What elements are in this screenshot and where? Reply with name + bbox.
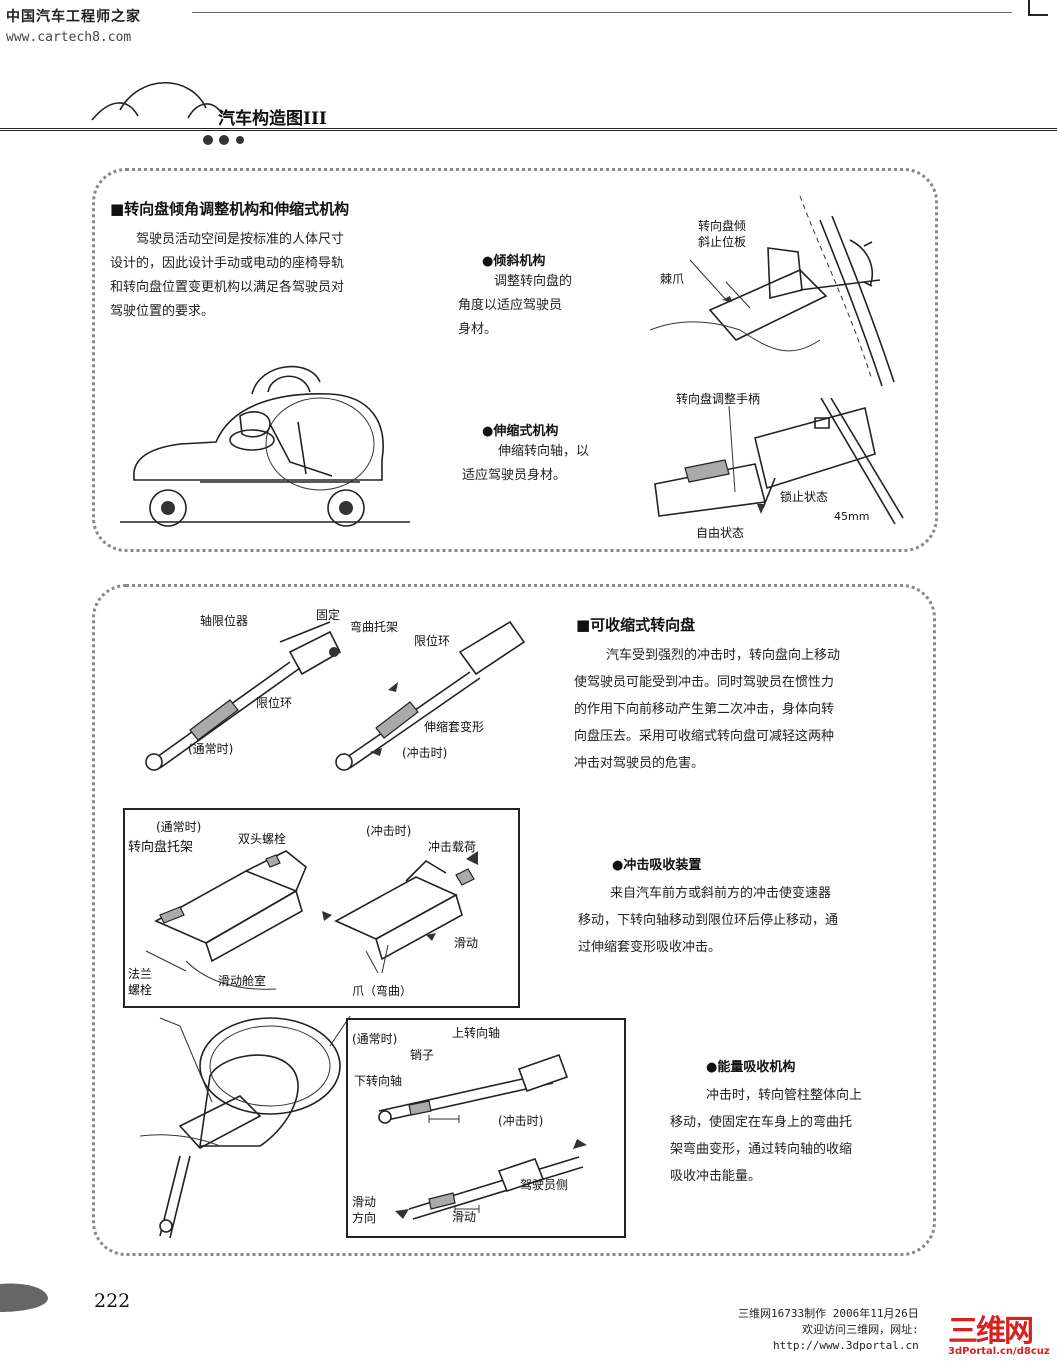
text-line: 冲击时，转向管柱整体向上 [706,1088,863,1103]
text-line: 身材。 [458,322,498,337]
shaft-stopper-label: 轴限位器 [200,614,249,628]
telescopic-text: 伸缩转向轴，以 适应驾驶员身材。 [462,440,632,488]
shock-text: 来自汽车前方或斜前方的冲击使变速器 移动，下转向轴移动到限位环后停止移动，通 过… [578,880,908,961]
top-rule [192,12,1012,13]
limit-ring-label-right: 限位环 [414,634,451,648]
label-line: 方向 [352,1211,377,1225]
energy-impact-label: (冲击时) [498,1114,544,1128]
normal-state-label: (通常时) [188,742,234,756]
text-line: 驾驶位置的要求。 [110,304,215,319]
bend-bracket-label: 弯曲托架 [350,620,399,634]
fixed-label: 固定 [316,608,341,622]
tilt-plate-label: 转向盘倾 斜止位板 [698,218,746,250]
section1-panel [92,168,938,552]
energy-normal-label: (通常时) [352,1032,398,1046]
impact-load-label: 冲击载荷 [428,840,477,854]
shock-absorber-drawing [145,850,478,990]
text-line: 和转向盘位置变更机构以满足各驾驶员对 [110,280,345,295]
tilt-pawl-label: 棘爪 [660,272,685,286]
page-number: 222 [94,1290,131,1312]
label-line: 斜止位板 [698,235,747,249]
shock-normal-label: (通常时) [156,820,202,834]
text-line: 移动，使固定在车身上的弯曲托 [670,1115,853,1130]
shock-slide-label: 滑动 [454,936,479,950]
label-line: 转向盘倾 [698,219,747,233]
collapsible-shaft-diagram [145,620,526,771]
banner-rule [0,128,1057,131]
impact-state-label: (冲击时) [402,746,448,760]
driver-side-label: 驾驶员侧 [520,1178,569,1192]
angle-dimension-label: 45mm [834,510,870,523]
lock-state-label: 锁止状态 [780,490,829,504]
text-line: 来自汽车前方或斜前方的冲击使变速器 [610,886,832,901]
steering-column-illustration [140,1015,351,1239]
text-line: 伸缩转向轴，以 [498,444,590,459]
label-line: 螺栓 [128,983,153,997]
energy-absorber-figure [346,1018,626,1238]
pin-label: 销子 [410,1048,435,1062]
section2-paragraph: 汽车受到强烈的冲击时，转向盘向上移动 使驾驶员可能受到冲击。同时驾驶员在惯性力 … [574,642,904,777]
text-line: 设计的，因此设计手动或电动的座椅导轨 [110,256,345,271]
text-line: 的作用下向前移动产生第二次冲击，身体向转 [574,702,835,717]
3dportal-logo: 三维网 [948,1314,1034,1349]
bellows-deform-label: 伸缩套变形 [424,720,485,734]
section1-title: ■转向盘倾角调整机构和伸缩式机构 [110,200,350,218]
3dportal-logo-subtext: 3dPortal.cn/d8cuz [948,1346,1050,1357]
text-line: 向盘压去。采用可收缩式转向盘可减轻这两种 [574,729,835,744]
energy-slide-label: 滑动 [452,1210,477,1224]
energy-heading: ●能量吸收机构 [706,1060,796,1075]
energy-absorber-drawing [378,1053,587,1220]
text-line: 冲击对驾驶员的危害。 [574,756,705,771]
telescopic-mechanism-diagram [654,398,904,525]
footer-credit: 三维网16733制作 2006年11月26日 欢迎访问三维网，网址: http:… [738,1306,919,1354]
tilt-text: 调整转向盘的 角度以适应驾驶员 身材。 [458,270,618,342]
section1-paragraph: 驾驶员活动空间是按标准的人体尺寸 设计的，因此设计手动或电动的座椅导轨 和转向盘… [110,228,420,324]
banner-title: 汽车构造图III [218,109,327,129]
footer-url: http://www.3dportal.cn [773,1339,919,1352]
shock-absorber-figure [123,808,520,1008]
lower-shaft-label: 下转向轴 [354,1074,403,1088]
shock-heading: ●冲击吸收装置 [612,858,702,873]
text-line: 吸收冲击能量。 [670,1169,762,1184]
flange-bolt-label: 法兰 螺栓 [128,966,152,998]
text-line: 适应驾驶员身材。 [462,468,567,483]
text-line: 角度以适应驾驶员 [458,298,563,313]
shock-impact-label: (冲击时) [366,824,412,838]
energy-text: 冲击时，转向管柱整体向上 移动，使固定在车身上的弯曲托 架弯曲变形，通过转向轴的… [670,1082,910,1190]
text-line: 驾驶员活动空间是按标准的人体尺寸 [136,232,345,247]
limit-ring-label-left: 限位环 [256,696,293,710]
section2-panel [92,584,936,1256]
claw-bend-label: 爪（弯曲） [352,984,413,998]
label-line: 滑动 [352,1195,377,1209]
watermark-site-name: 中国汽车工程师之家 [6,9,141,25]
stud-bolt-label: 双头螺栓 [238,832,287,846]
banner-arch-decoration [91,81,244,145]
slide-capsule-label: 滑动舱室 [218,974,267,988]
upper-shaft-label: 上转向轴 [452,1026,501,1040]
free-state-label: 自由状态 [696,526,745,540]
text-line: 架弯曲变形，通过转向轴的收缩 [670,1142,853,1157]
footer-line: 欢迎访问三维网，网址: [802,1323,919,1336]
tilt-heading: ●倾斜机构 [482,254,546,269]
text-line: 移动，下转向轴移动到限位环后停止移动，通 [578,913,839,928]
page-corner-shade [0,1283,48,1312]
label-line: 法兰 [128,967,153,981]
footer-line: 三维网16733制作 2006年11月26日 [738,1307,919,1320]
section2-title: ■可收缩式转向盘 [576,616,696,634]
text-line: 使驾驶员可能受到冲击。同时驾驶员在惯性力 [574,675,835,690]
telescopic-heading: ●伸缩式机构 [482,424,559,439]
tilt-mechanism-diagram [650,195,895,387]
text-line: 汽车受到强烈的冲击时，转向盘向上移动 [606,648,841,663]
watermark-site-url: www.cartech8.com [6,30,132,45]
adjust-handle-label: 转向盘调整手柄 [676,392,761,406]
text-line: 调整转向盘的 [494,274,573,289]
page-corner-mark [1028,0,1048,16]
car-seat-illustration [120,365,410,527]
text-line: 过伸缩套变形吸收冲击。 [578,940,722,955]
bracket-label: 转向盘托架 [128,840,194,855]
slide-direction-label: 滑动 方向 [352,1194,376,1226]
